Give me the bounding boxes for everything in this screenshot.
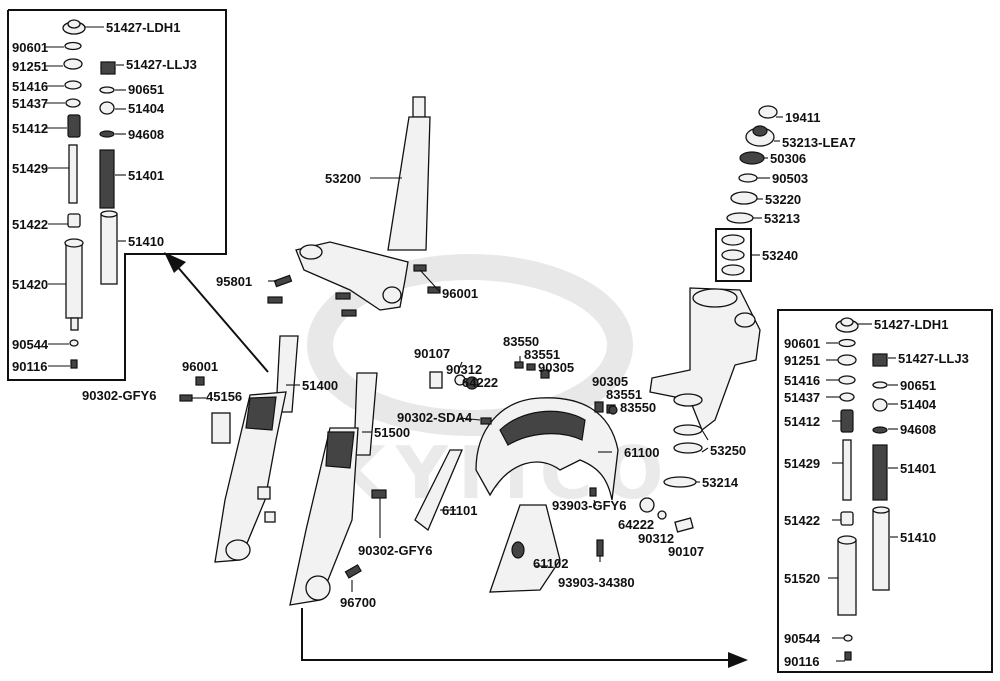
label-53213: 53213 <box>764 211 800 226</box>
label-90107-center: 90107 <box>414 346 450 361</box>
label-53240: 53240 <box>762 248 798 263</box>
label-right-90601: 90601 <box>784 336 820 351</box>
left-fork-exploded-inset: 51427-LDH1 90601 91251 51427-LLJ3 51416 … <box>7 9 227 381</box>
label-90544: 90544 <box>12 337 49 352</box>
label-right-90651: 90651 <box>900 378 936 393</box>
label-right-51427-ldh1: 51427-LDH1 <box>874 317 948 332</box>
label-51410: 51410 <box>128 234 164 249</box>
label-94608: 94608 <box>128 127 164 142</box>
label-95801: 95801 <box>216 274 252 289</box>
label-right-51416: 51416 <box>784 373 820 388</box>
label-51400: 51400 <box>302 378 338 393</box>
label-90503: 90503 <box>772 171 808 186</box>
label-right-91251: 91251 <box>784 353 820 368</box>
label-51500: 51500 <box>374 425 410 440</box>
label-53214: 53214 <box>702 475 739 490</box>
fender-hardware <box>429 356 694 562</box>
center-labels: 53200 95801 96001 96001 90302-GFY6 45156… <box>82 171 704 610</box>
label-right-51437: 51437 <box>784 390 820 405</box>
label-right-51404: 51404 <box>900 397 937 412</box>
label-right-51427-llj3: 51427-LLJ3 <box>898 351 969 366</box>
label-83551-right: 83551 <box>606 387 642 402</box>
label-96001-lower: 96001 <box>182 359 218 374</box>
label-51427-llj3: 51427-LLJ3 <box>126 57 197 72</box>
label-right-51520: 51520 <box>784 571 820 586</box>
label-90107-right: 90107 <box>668 544 704 559</box>
label-64222-center: 64222 <box>462 375 498 390</box>
label-90305-center: 90305 <box>538 360 574 375</box>
label-19411: 19411 <box>785 110 820 125</box>
label-90302-sda4: 90302-SDA4 <box>397 410 473 425</box>
label-83551-center: 83551 <box>524 347 560 362</box>
label-51427-ldh1: 51427-LDH1 <box>106 20 180 35</box>
label-83550-right: 83550 <box>620 400 656 415</box>
label-90302-gfy6-right: 90302-GFY6 <box>358 543 432 558</box>
label-90312-center: 90312 <box>446 362 482 377</box>
front-fender <box>414 397 619 593</box>
label-51404: 51404 <box>128 101 165 116</box>
label-53220: 53220 <box>765 192 801 207</box>
label-45156: 45156 <box>206 389 242 404</box>
label-90601: 90601 <box>12 40 48 55</box>
label-93903-34380: 93903-34380 <box>558 575 635 590</box>
label-91251: 91251 <box>12 59 48 74</box>
steering-head-bearing-stack <box>715 105 783 282</box>
label-53200: 53200 <box>325 171 361 186</box>
label-right-51410: 51410 <box>900 530 936 545</box>
arrow-to-right-inset <box>301 608 748 668</box>
label-51429: 51429 <box>12 161 48 176</box>
right-fork-exploded-inset: 51427-LDH1 90601 91251 51427-LLJ3 51416 … <box>777 309 993 673</box>
label-90305-right: 90305 <box>592 374 628 389</box>
label-96700: 96700 <box>340 595 376 610</box>
label-51420: 51420 <box>12 277 48 292</box>
label-50306: 50306 <box>770 151 806 166</box>
label-51412: 51412 <box>12 121 48 136</box>
steering-stack-labels: 19411 53213-LEA7 50306 90503 53220 53213… <box>702 110 856 490</box>
label-right-51429: 51429 <box>784 456 820 471</box>
label-90651: 90651 <box>128 82 164 97</box>
label-51416: 51416 <box>12 79 48 94</box>
label-51437: 51437 <box>12 96 48 111</box>
label-90116: 90116 <box>12 359 47 374</box>
label-right-90116: 90116 <box>784 654 819 669</box>
label-right-51412: 51412 <box>784 414 820 429</box>
label-64222-right: 64222 <box>618 517 654 532</box>
label-right-51422: 51422 <box>784 513 820 528</box>
label-61102: 61102 <box>533 556 568 571</box>
label-right-90544: 90544 <box>784 631 821 646</box>
label-90302-gfy6-left: 90302-GFY6 <box>82 388 156 403</box>
front-fork-right <box>289 372 387 606</box>
label-51422: 51422 <box>12 217 48 232</box>
label-53213-lea7: 53213-LEA7 <box>782 135 856 150</box>
label-right-94608: 94608 <box>900 422 936 437</box>
label-61101: 61101 <box>442 503 477 518</box>
label-51401: 51401 <box>128 168 164 183</box>
frame-head-pipe <box>649 287 761 488</box>
label-right-51401: 51401 <box>900 461 936 476</box>
label-93903-gfy6: 93903-GFY6 <box>552 498 626 513</box>
steering-stem-assembly <box>267 96 441 317</box>
front-fork-left <box>179 335 300 563</box>
label-61100: 61100 <box>624 445 659 460</box>
label-96001-upper: 96001 <box>442 286 478 301</box>
label-83550-center: 83550 <box>503 334 539 349</box>
label-53250: 53250 <box>710 443 746 458</box>
label-90312-right: 90312 <box>638 531 674 546</box>
arrow-to-left-inset <box>164 252 269 373</box>
